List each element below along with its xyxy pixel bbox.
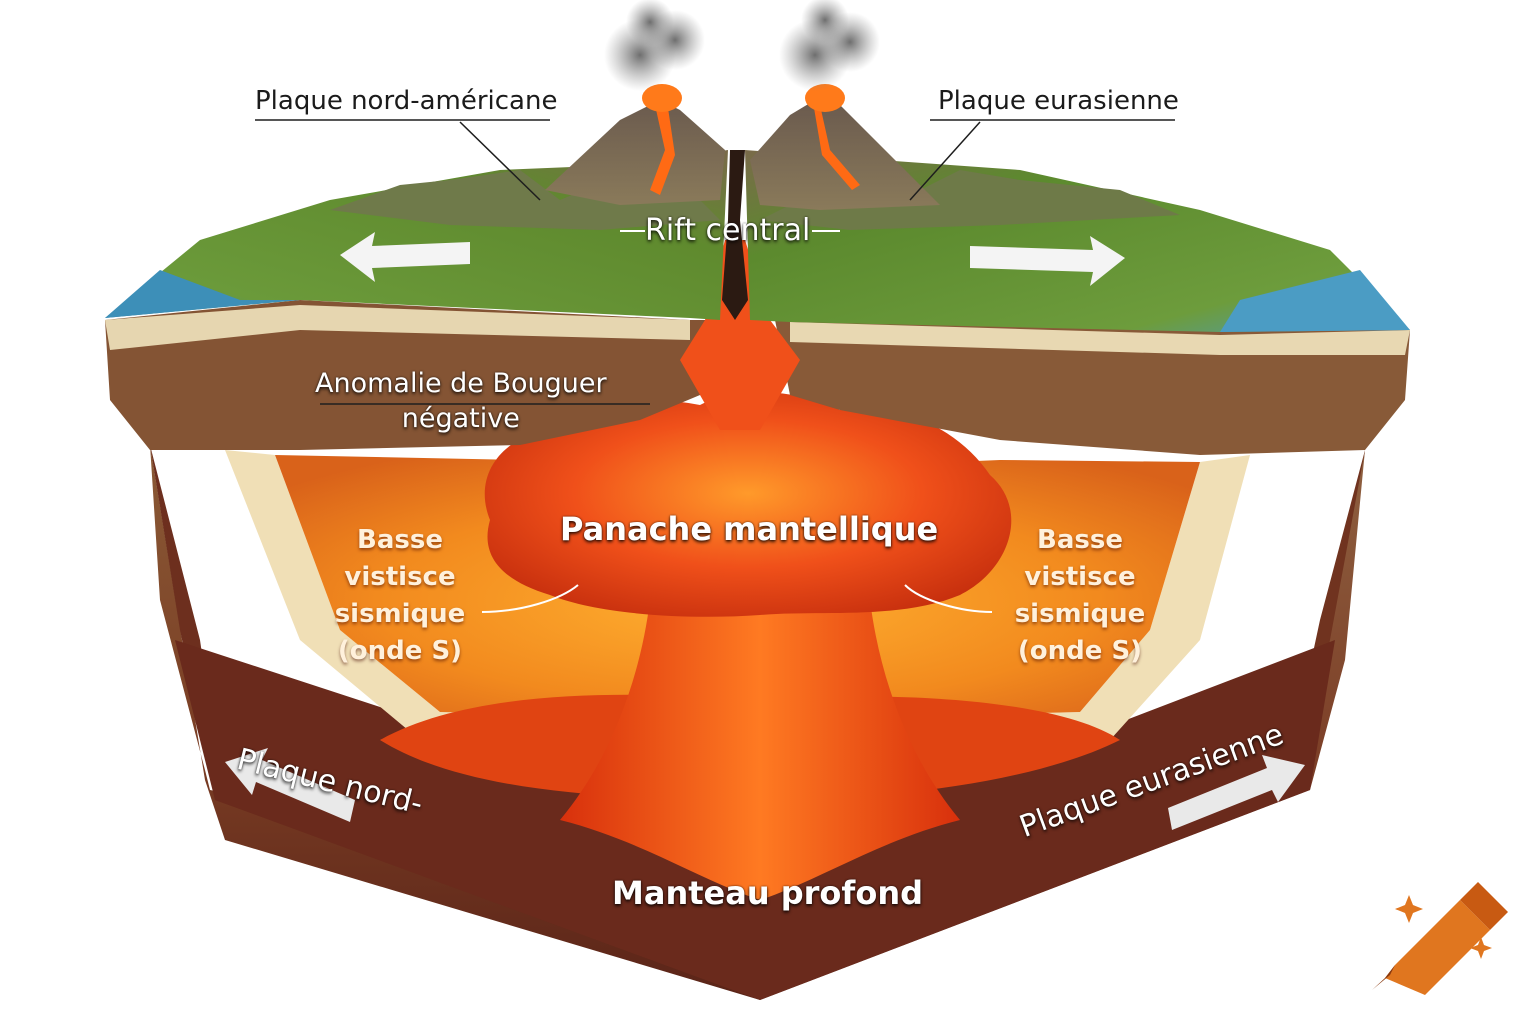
- label-bouguer-line1: Anomalie de Bouguer: [315, 368, 607, 399]
- block-left-face: [150, 445, 760, 1000]
- crust-left-slab: [105, 300, 715, 450]
- lava-flow-left: [650, 105, 675, 195]
- mountain-range-right: [760, 170, 1180, 230]
- ocean-right: [1220, 270, 1410, 332]
- arrow-bottom-left: [225, 748, 355, 822]
- arrow-bottom-right: [1168, 755, 1305, 830]
- low-velocity-left-line3: sismique: [334, 599, 466, 629]
- low-velocity-left-line1: Basse: [357, 525, 443, 555]
- low-velocity-left-line4: (onde S): [337, 636, 463, 666]
- label-manteau-profond: Manteau profond: [612, 874, 923, 912]
- crayon-icon: [1372, 882, 1508, 995]
- label-bouguer-line2: négative: [401, 403, 520, 434]
- rift-crack: [722, 150, 748, 320]
- label-panache-mantellique: Panache mantellique: [560, 510, 939, 548]
- leader-low-velocity-right: [904, 584, 993, 613]
- low-velocity-right-line2: vistisce: [1024, 562, 1136, 592]
- plume-stem: [560, 600, 960, 900]
- low-velocity-right-line3: sismique: [1014, 599, 1146, 629]
- volcano-left: [545, 100, 725, 205]
- deep-mantle-zone: [175, 640, 1335, 1000]
- label-plaque-eurasienne: Plaque eurasienne: [938, 86, 1179, 116]
- volcano-right: [750, 100, 940, 210]
- sediment-band-right: [790, 322, 1410, 355]
- arrow-top-left: [340, 232, 470, 282]
- leader-eurasienne: [909, 121, 981, 201]
- label-plaque-nord-americaine: Plaque nord-américane: [255, 86, 558, 116]
- smoke-right: [779, 0, 880, 91]
- rift-lava-channel: [680, 240, 800, 430]
- label-anomalie-bouguer: Anomalie de Bouguer négative: [315, 368, 607, 434]
- low-velocity-right-line1: Basse: [1037, 525, 1123, 555]
- leader-nord-americaine: [459, 121, 541, 201]
- lava-flow-right: [814, 105, 860, 190]
- label-basse-vitesse-right: Basse vistisce sismique (onde S): [1005, 522, 1155, 670]
- smoke-left: [604, 0, 705, 91]
- arrow-top-right: [970, 236, 1125, 286]
- label-basse-vitesse-left: Basse vistisce sismique (onde S): [330, 522, 470, 670]
- low-velocity-right-line4: (onde S): [1017, 636, 1143, 666]
- low-velocity-left-line2: vistisce: [344, 562, 456, 592]
- sediment-band-left: [105, 305, 690, 350]
- label-rift-central: Rift central: [645, 213, 811, 248]
- ocean-left: [105, 270, 300, 318]
- plume-head: [484, 392, 1012, 617]
- leader-low-velocity-left: [481, 584, 579, 613]
- eruption-glow-left: [642, 84, 682, 112]
